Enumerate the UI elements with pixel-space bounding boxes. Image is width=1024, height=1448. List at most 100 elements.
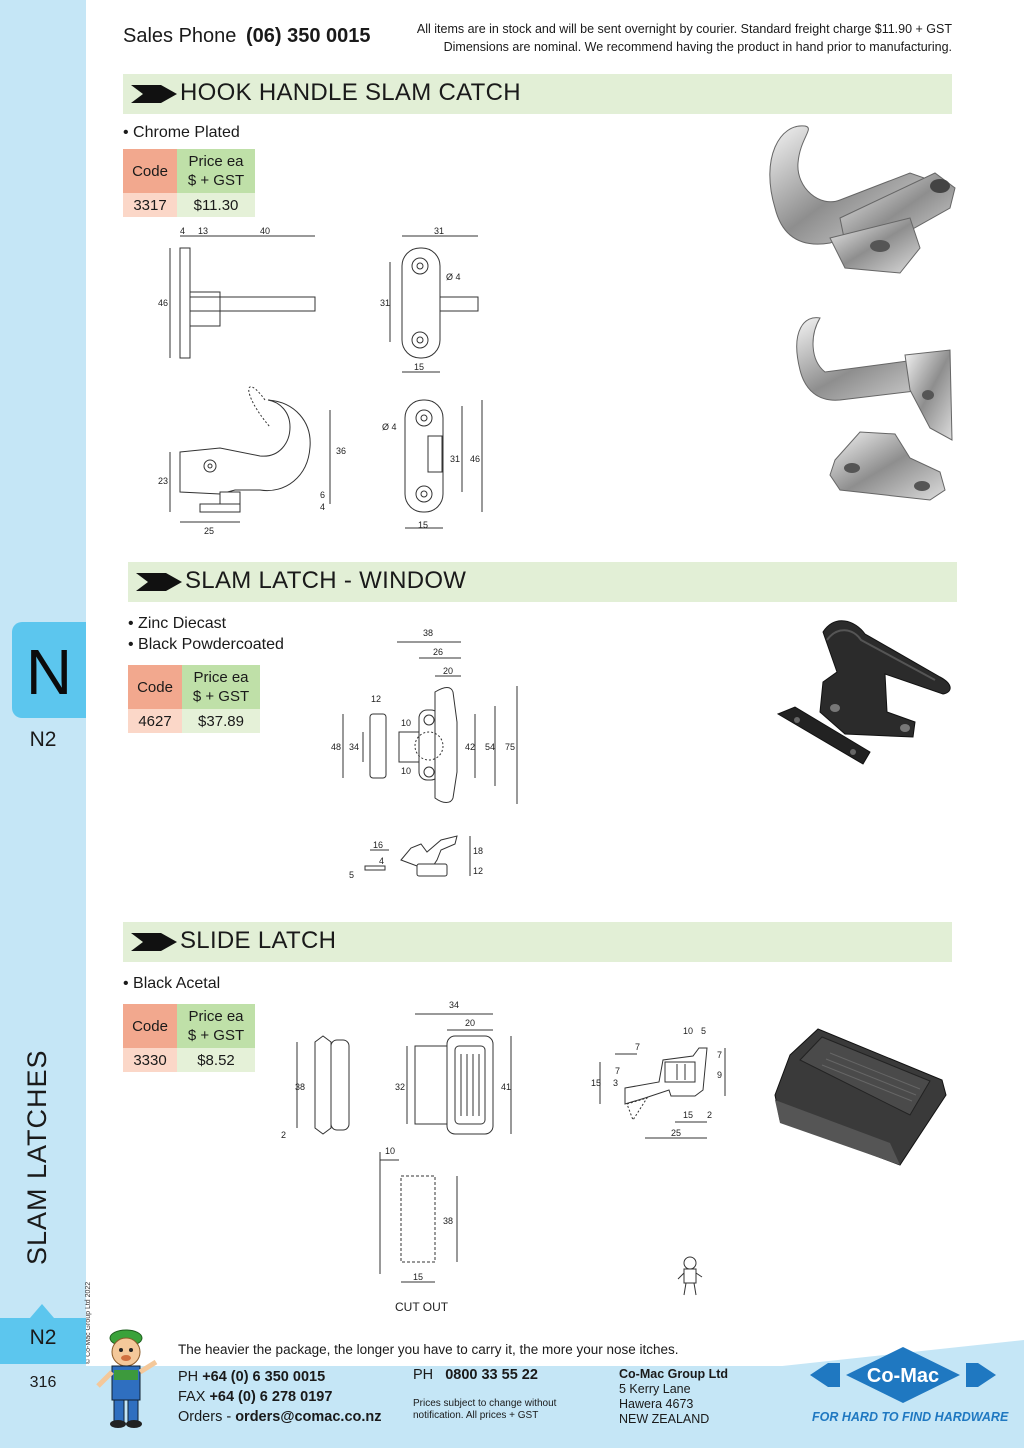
hook-handle-photo-top (769, 125, 956, 274)
orders-label: Orders - (178, 1409, 232, 1425)
code-header: Code (128, 665, 182, 709)
dim-label: 38 (443, 1216, 453, 1226)
dim-label: 75 (505, 742, 515, 752)
dim-label: 12 (473, 866, 483, 876)
price-header: Price ea $ + GST (182, 665, 260, 709)
dim-label: 18 (473, 846, 483, 856)
section-bar-slam-latch-window: SLAM LATCH - WINDOW (128, 562, 957, 602)
notice-line-1: All items are in stock and will be sent … (416, 22, 952, 36)
category-label: SLAM LATCHES (22, 1049, 52, 1265)
bullet-material: • Black Acetal (123, 975, 221, 992)
price-table: Code Price ea $ + GST 4627 $37.89 (128, 665, 260, 733)
dim-label: 34 (349, 742, 359, 752)
bullet-material: • Zinc Diecast (128, 615, 227, 632)
slide-latch-side-drawing: 10 5 7 7 7 9 15 3 15 2 25 (591, 1026, 726, 1139)
dim-label: 38 (295, 1082, 305, 1092)
orders-email[interactable]: orders@comac.co.nz (235, 1409, 382, 1425)
product-price: $11.30 (177, 193, 255, 217)
dim-label: 20 (465, 1018, 475, 1028)
section-bar-hook-handle: HOOK HANDLE SLAM CATCH (123, 74, 952, 114)
mascot-icon (96, 1329, 158, 1428)
sales-phone: Sales Phone (06) 350 0015 (123, 25, 371, 48)
dim-label: 41 (501, 1082, 511, 1092)
dim-label: 25 (671, 1128, 681, 1138)
company-address: Co-Mac Group Ltd 5 Kerry Lane Hawera 467… (619, 1367, 729, 1426)
stock-notice: All items are in stock and will be sent … (380, 20, 952, 56)
slam-latch-photo (776, 620, 951, 765)
dim-label: 23 (158, 476, 168, 486)
dim-label: 7 (717, 1050, 722, 1060)
dim-label: 15 (413, 1272, 423, 1282)
footer-tab-notch (30, 1304, 54, 1318)
page-number: 316 (29, 1374, 57, 1391)
dim-label: 31 (380, 298, 390, 308)
slide-latch-technical-drawing: 38 2 34 20 32 41 10 38 15 CUT OUT (281, 1000, 512, 1314)
dim-label: 4 (379, 856, 384, 866)
dim-label: 5 (701, 1026, 706, 1036)
price-header: Price ea $ + GST (177, 1004, 255, 1048)
dim-label: 13 (198, 226, 208, 236)
dim-label: 6 (320, 490, 325, 500)
dim-label: 34 (449, 1000, 459, 1010)
dim-label: 15 (591, 1078, 601, 1088)
slogan: FOR HARD TO FIND HARDWARE (812, 1410, 1009, 1424)
dim-label: 54 (485, 742, 495, 752)
product-code: 4627 (128, 709, 182, 733)
dim-label: 38 (423, 628, 433, 638)
dim-label: 46 (158, 298, 168, 308)
price-table: Code Price ea $ + GST 3330 $8.52 (123, 1004, 255, 1072)
dim-label: 31 (450, 454, 460, 464)
arrow-icon (131, 933, 177, 951)
dim-label: 15 (418, 520, 428, 530)
bullet-finish: • Black Powdercoated (128, 636, 284, 653)
section-title: HOOK HANDLE SLAM CATCH (180, 79, 521, 106)
section-tab (12, 622, 86, 718)
arrow-icon (131, 85, 177, 103)
phone-number: +64 (0) 6 350 0015 (202, 1369, 326, 1385)
dim-label: 15 (414, 362, 424, 372)
footer-tab (0, 1318, 86, 1364)
dim-label: 12 (371, 694, 381, 704)
freephone-label: PH (413, 1367, 434, 1383)
phone-label: PH (178, 1369, 199, 1385)
dim-label: 25 (204, 526, 214, 536)
product-code: 3317 (123, 193, 177, 217)
dim-label: 48 (331, 742, 341, 752)
footer-tagline: The heavier the package, the longer you … (178, 1342, 679, 1357)
freephone: PH 0800 33 55 22 (413, 1367, 538, 1383)
dim-label: 15 (683, 1110, 693, 1120)
sales-label: Sales Phone (123, 25, 237, 47)
dim-label: 5 (349, 870, 354, 880)
dim-label: 3 (613, 1078, 618, 1088)
price-header: Price ea $ + GST (177, 149, 255, 193)
notice-line-2: Dimensions are nominal. We recommend hav… (443, 40, 952, 54)
dim-label: 7 (615, 1066, 620, 1076)
code-header: Code (123, 149, 177, 193)
price-table: Code Price ea $ + GST 3317 $11.30 (123, 149, 255, 217)
dim-label: 40 (260, 226, 270, 236)
dim-label: 46 (470, 454, 480, 464)
dim-label: 2 (281, 1130, 286, 1140)
product-price: $37.89 (182, 709, 260, 733)
dim-label: 10 (683, 1026, 693, 1036)
product-price: $8.52 (177, 1048, 255, 1072)
dim-label: 10 (385, 1146, 395, 1156)
section-title: SLAM LATCH - WINDOW (185, 567, 467, 594)
code-header: Code (123, 1004, 177, 1048)
price-note: Prices subject to change without notific… (413, 1398, 557, 1421)
sales-number: (06) 350 0015 (245, 25, 371, 47)
comac-logo: Co-Mac (810, 1347, 996, 1403)
dim-label: 4 (320, 502, 325, 512)
dim-label: 31 (434, 226, 444, 236)
section-title: SLIDE LATCH (180, 927, 337, 954)
dim-label: 9 (717, 1070, 722, 1080)
footer-code: N2 (29, 1326, 57, 1349)
slam-latch-technical-drawing: 38 26 20 12 48 34 10 10 42 54 75 16 5 18… (331, 628, 518, 880)
section-bar-slide-latch: SLIDE LATCH (123, 922, 952, 962)
dim-label: 26 (433, 647, 443, 657)
dim-label: 10 (401, 766, 411, 776)
hook-handle-technical-drawing: 4 13 40 46 31 Ø 4 31 15 23 25 36 6 4 Ø 4… (158, 226, 483, 536)
sidebar (0, 0, 86, 1448)
dim-label: Ø 4 (446, 272, 461, 282)
company-name: Co-Mac Group Ltd (619, 1367, 729, 1381)
